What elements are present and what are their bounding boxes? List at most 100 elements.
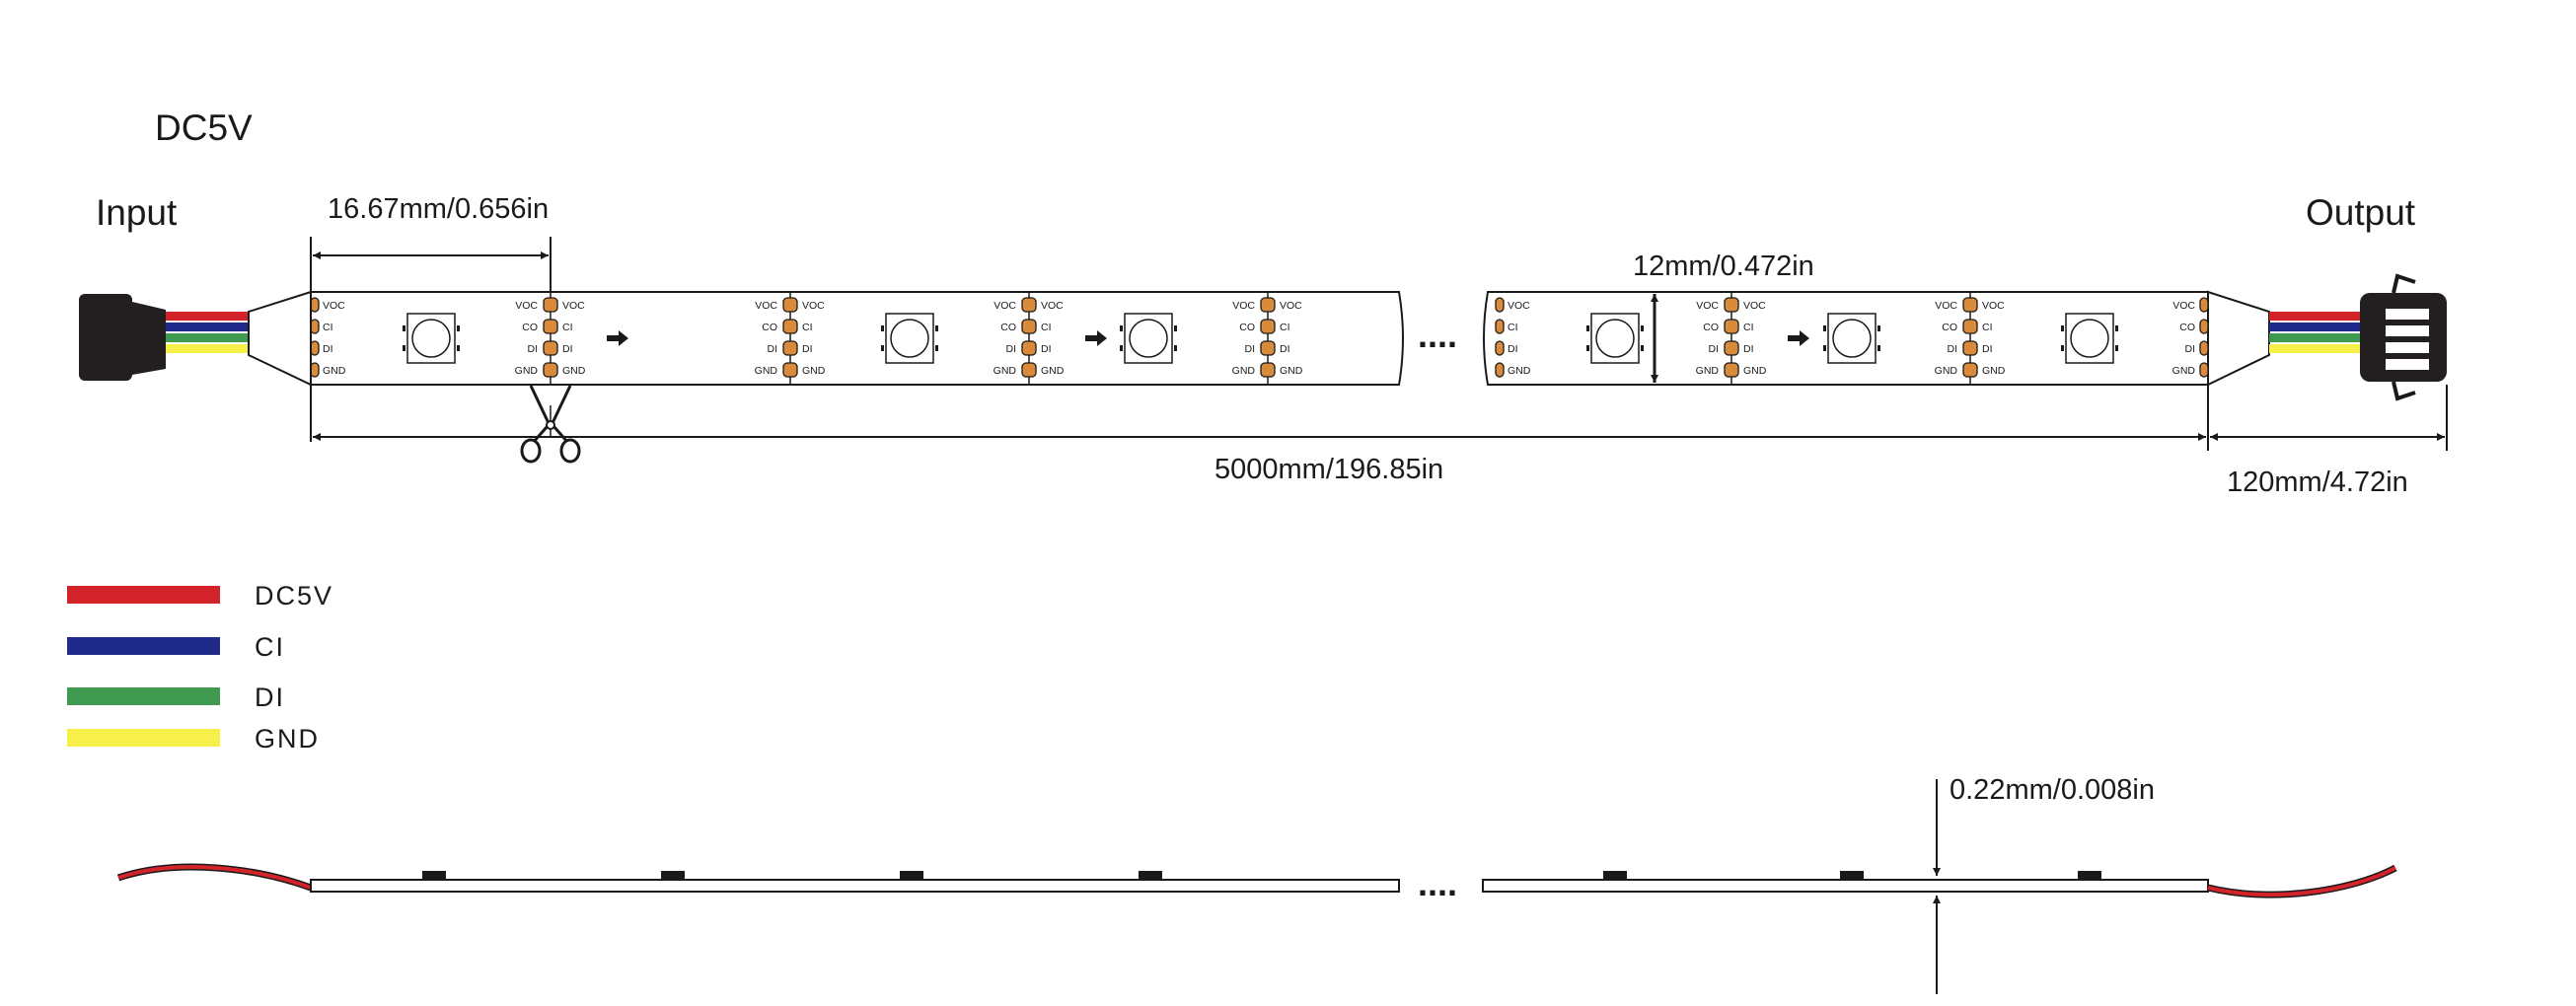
pad-label: GND [1982, 365, 2006, 377]
solder-pad [1724, 340, 1739, 356]
legend: DC5V CI DI GND [67, 581, 333, 754]
solder-pad [782, 362, 798, 378]
led-lead [1877, 345, 1880, 351]
output-socket-clip-bottom [2392, 381, 2416, 401]
scissors-icon [520, 385, 581, 464]
side-output-wire [2207, 866, 2396, 898]
width-label: 12mm/0.472in [1633, 251, 1814, 282]
solder-pad [1021, 297, 1037, 313]
solder-pad [1495, 297, 1505, 313]
led-lead [1586, 325, 1589, 331]
solder-pad [2199, 362, 2209, 378]
pad-label: CI [1041, 322, 1052, 333]
led-lead [2061, 345, 2064, 351]
side-profile-view: .... 0.22mm/0.008in [116, 774, 2397, 994]
input-wire-dc5v [166, 312, 249, 321]
led-lead [935, 325, 938, 331]
led-lead [1877, 325, 1880, 331]
led-lead [1120, 345, 1123, 351]
lead-length-label: 120mm/4.72in [2227, 467, 2408, 498]
solder-pad [1021, 362, 1037, 378]
pad-label: GND [1508, 365, 1531, 377]
pad-label: GND [562, 365, 586, 377]
solder-pad [1724, 319, 1739, 334]
led-lead [881, 325, 884, 331]
side-led-chip [1840, 871, 1864, 880]
pad-label: CI [1280, 322, 1290, 333]
pad-label: CO [1942, 322, 1957, 333]
pad-label: GND [1232, 365, 1256, 377]
pad-label: VOC [323, 300, 345, 312]
led-lead [403, 325, 405, 331]
output-wire-di [2269, 333, 2360, 342]
solder-pad [1962, 319, 1978, 334]
input-plug-body [79, 294, 132, 381]
pad-label: CO [762, 322, 777, 333]
pad-label: VOC [755, 300, 777, 312]
legend-swatch-gnd [67, 729, 220, 747]
legend-label-di: DI [255, 683, 285, 712]
legend-swatch-ci [67, 637, 220, 655]
solder-pad [1495, 319, 1505, 334]
solder-pad [1724, 297, 1739, 313]
output-socket-clip-top [2392, 273, 2416, 294]
pad-label: DI [1709, 343, 1720, 355]
solder-pad [543, 362, 558, 378]
led-lens [411, 319, 451, 358]
solder-pad [1495, 362, 1505, 378]
solder-pad [1260, 319, 1276, 334]
solder-pad [1724, 362, 1739, 378]
led-lead [457, 345, 460, 351]
led-lead [1586, 345, 1589, 351]
solder-pad [782, 340, 798, 356]
led-lead [1641, 325, 1644, 331]
pad-label: VOC [1935, 300, 1957, 312]
pad-label: GND [1935, 365, 1958, 377]
cut-length-label: 16.67mm/0.656in [328, 193, 549, 225]
led-lead [2061, 325, 2064, 331]
output-wire-gnd [2269, 344, 2360, 353]
solder-pad [1021, 340, 1037, 356]
led-lead [403, 345, 405, 351]
pad-label: GND [994, 365, 1017, 377]
pad-label: GND [1041, 365, 1065, 377]
solder-pad [1962, 297, 1978, 313]
led-lead [1823, 345, 1826, 351]
pad-label: GND [802, 365, 826, 377]
input-wire-gnd [166, 344, 249, 353]
legend-swatch-di [67, 687, 220, 705]
side-led-chip [900, 871, 923, 880]
arrow-right-icon [607, 330, 628, 346]
legend-label-gnd: GND [255, 724, 320, 754]
pad-label: DI [2185, 343, 2196, 355]
solder-pad [1021, 319, 1037, 334]
pad-label: VOC [1696, 300, 1719, 312]
output-connector [2207, 273, 2447, 401]
total-length-dimension: 5000mm/196.85in [313, 385, 2209, 485]
side-ellipsis: .... [1418, 863, 1457, 903]
side-led-chip [422, 871, 446, 880]
solder-pad [543, 340, 558, 356]
pad-label: CO [2179, 322, 2195, 333]
output-wire-dc5v [2269, 312, 2360, 321]
solder-pad [310, 297, 320, 313]
input-sleeve [248, 290, 312, 387]
pad-label: VOC [802, 300, 825, 312]
pad-label: CO [1000, 322, 1016, 333]
pad-label: DI [1982, 343, 1993, 355]
pad-label: CI [802, 322, 813, 333]
pad-label: CO [522, 322, 538, 333]
input-wire-di [166, 333, 249, 342]
output-label: Output [2306, 192, 2416, 233]
side-led-chip [661, 871, 685, 880]
pad-label: DI [1245, 343, 1256, 355]
legend-label-ci: CI [255, 632, 285, 662]
input-plug-neck [132, 302, 166, 375]
pad-label: GND [515, 365, 539, 377]
legend-label-dc5v: DC5V [255, 581, 333, 611]
led-lead [881, 345, 884, 351]
pad-label: VOC [1041, 300, 1064, 312]
pad-label: DI [802, 343, 813, 355]
solder-pad [310, 362, 320, 378]
solder-pad [1962, 362, 1978, 378]
